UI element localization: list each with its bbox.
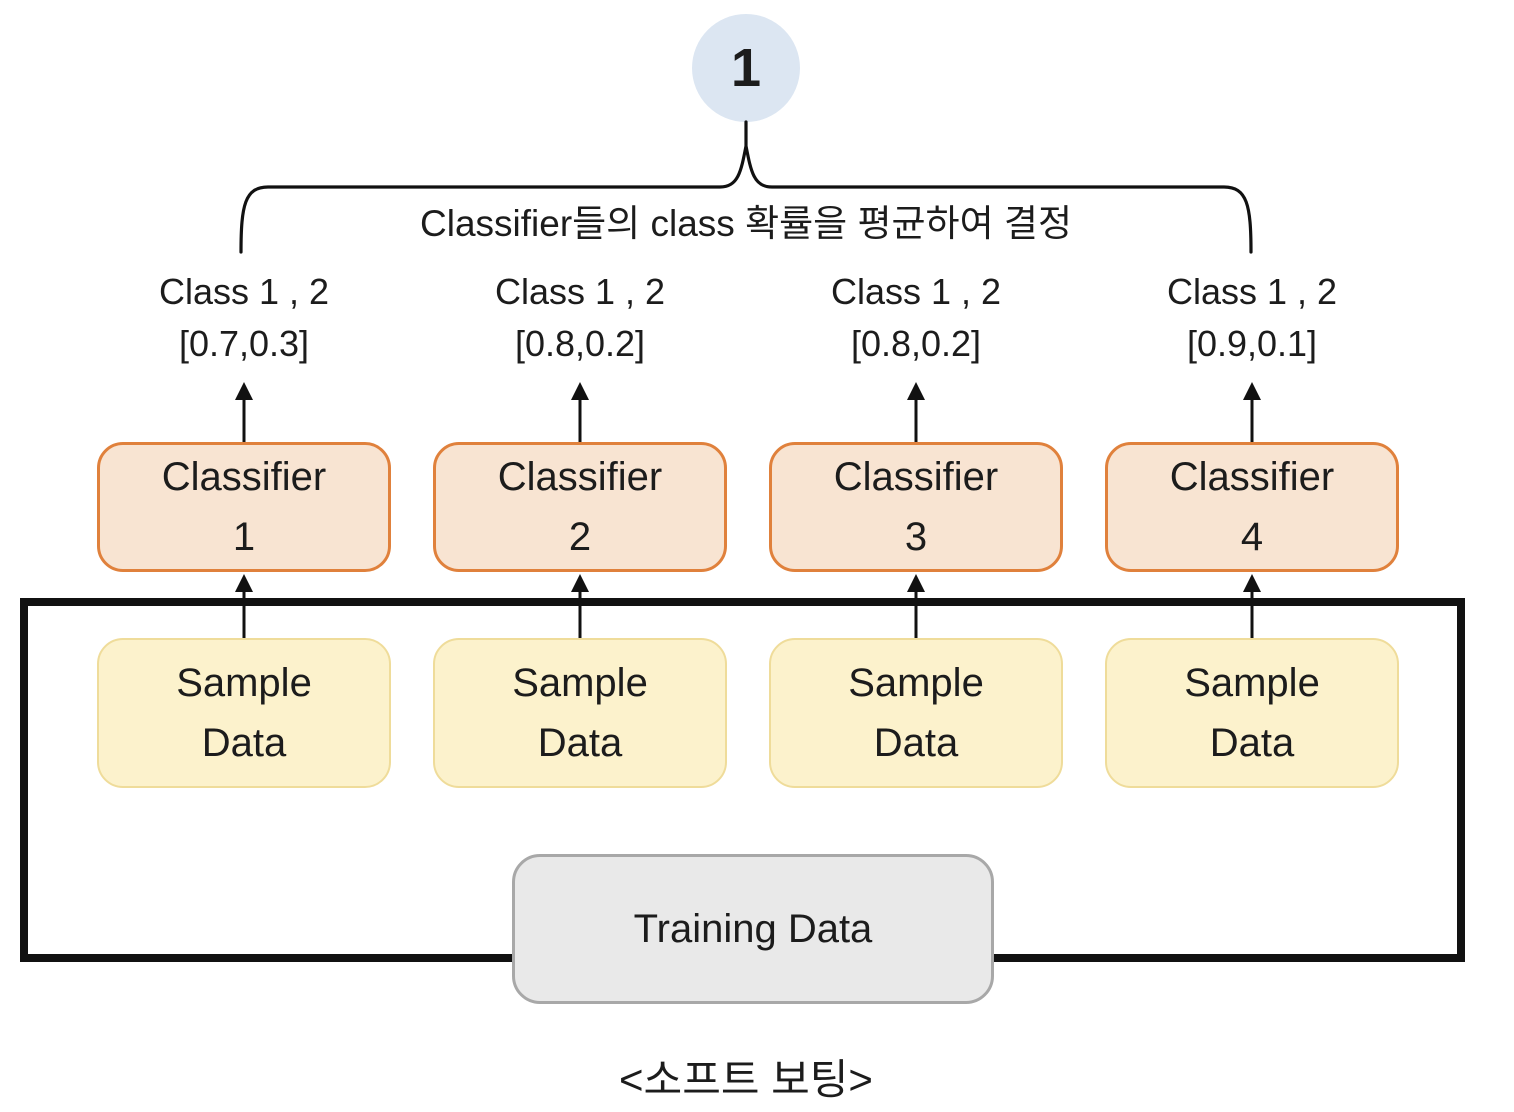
arrow-up-icon [1243, 382, 1261, 442]
class-label: Class 1 , 2 [830, 271, 1002, 312]
class-label: Class 1 , 2 [158, 271, 330, 312]
probability-label: [0.8,0.2] [514, 323, 646, 364]
classifier4-box: Classifier 4 [1105, 442, 1399, 572]
classifier-label: Classifier [833, 455, 999, 499]
arrow-up-icon [235, 382, 253, 442]
classifier-label: Classifier [1169, 455, 1335, 499]
arrow-up-icon [1243, 574, 1261, 640]
probability-label: [0.8,0.2] [850, 323, 982, 364]
sample-data1-box: Sample Data [97, 638, 391, 788]
sample-data2-box: Sample Data [433, 638, 727, 788]
sample-label: Sample [176, 661, 312, 705]
aggregation-note: Classifier들의 class 확률을 평균하여 결정 [420, 203, 1072, 244]
sample-label: Sample [848, 661, 984, 705]
sample-data3-box: Sample Data [769, 638, 1063, 788]
sample-label2: Data [201, 721, 287, 765]
sample-label: Sample [512, 661, 648, 705]
step-badge-number: 1 [730, 38, 762, 98]
classifier3-box: Classifier 3 [769, 442, 1063, 572]
classifier-number: 3 [904, 515, 928, 559]
sample-label2: Data [1209, 721, 1295, 765]
arrow-up-icon [571, 382, 589, 442]
column4-output-label: Class 1 , 2 [0.9,0.1] [1082, 266, 1422, 370]
arrow-up-icon [907, 382, 925, 442]
arrow-up-icon [907, 574, 925, 640]
sample-label2: Data [873, 721, 959, 765]
classifier-number: 2 [568, 515, 592, 559]
classifier-number: 4 [1240, 515, 1264, 559]
column1-output-label: Class 1 , 2 [0.7,0.3] [74, 266, 414, 370]
sample-label2: Data [537, 721, 623, 765]
sample-label: Sample [1184, 661, 1320, 705]
probability-label: [0.7,0.3] [178, 323, 310, 364]
column2-output-label: Class 1 , 2 [0.8,0.2] [410, 266, 750, 370]
classifier2-box: Classifier 2 [433, 442, 727, 572]
classifier-label: Classifier [497, 455, 663, 499]
training-data-box: Training Data [512, 854, 994, 1004]
classifier1-box: Classifier 1 [97, 442, 391, 572]
arrow-up-icon [571, 574, 589, 640]
column3-output-label: Class 1 , 2 [0.8,0.2] [746, 266, 1086, 370]
classifier-label: Classifier [161, 455, 327, 499]
training-data-label: Training Data [633, 906, 873, 951]
classifier-number: 1 [232, 515, 256, 559]
class-label: Class 1 , 2 [1166, 271, 1338, 312]
step-badge: 1 [692, 14, 800, 122]
class-label: Class 1 , 2 [494, 271, 666, 312]
arrow-up-icon [235, 574, 253, 640]
sample-data4-box: Sample Data [1105, 638, 1399, 788]
probability-label: [0.9,0.1] [1186, 323, 1318, 364]
diagram-caption: <소프트 보팅> [619, 1056, 873, 1103]
